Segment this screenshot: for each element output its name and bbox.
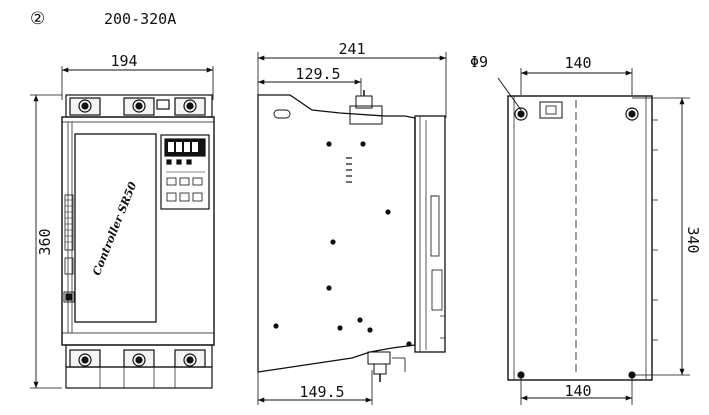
front-view	[30, 66, 215, 389]
side-bottom-offset-dim: 149.5	[299, 383, 344, 401]
back-view	[497, 68, 690, 405]
side-width-dim: 241	[338, 40, 365, 58]
back-top-spacing-dim: 140	[564, 54, 591, 72]
front-width-dim: 194	[110, 52, 137, 70]
back-hole-dim: Φ9	[470, 53, 488, 71]
index-mark: ②	[30, 9, 45, 29]
range-label: 200-320A	[104, 10, 176, 28]
side-top-offset-dim: 129.5	[295, 65, 340, 83]
front-height-dim: 360	[36, 228, 54, 255]
back-bottom-spacing-dim: 140	[564, 382, 591, 400]
side-view	[257, 52, 447, 405]
back-height-dim: 340	[684, 226, 702, 253]
panel-brand-text: Controller SR50	[90, 180, 140, 278]
